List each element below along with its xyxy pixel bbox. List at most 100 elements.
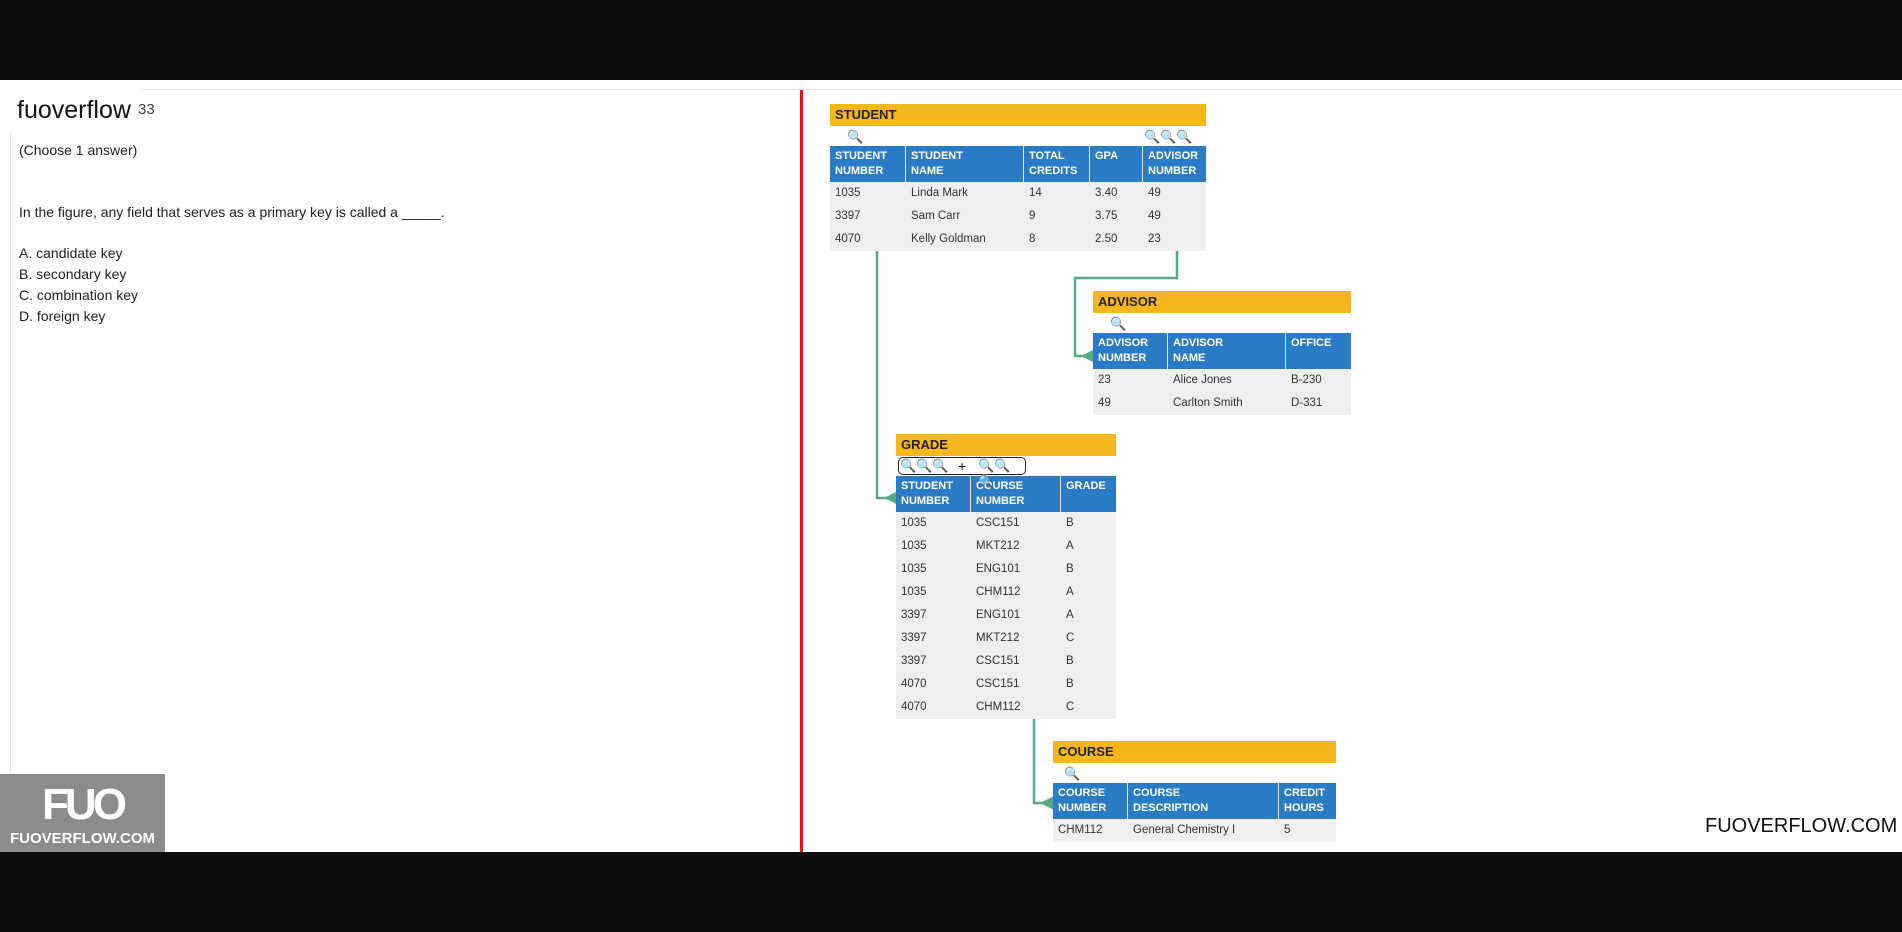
table-cell: ENG101 [976,609,1021,621]
table-row: 1035 ENG101 B [896,558,1116,581]
grade-key-row: 🔍🔍🔍 + 🔍🔍🔍 [896,456,1116,489]
table-cell: B [1066,517,1074,529]
option-a[interactable]: A. candidate key [19,245,123,261]
table-cell: 23 [1098,374,1111,386]
table-cell: A [1066,609,1074,621]
brand-fragment: 33 [138,101,155,118]
grade-title: GRADE [896,434,1116,456]
grade-header: STUDENT NUMBER COURSE NUMBER GRADE [896,476,1116,512]
primary-key-icon: 🔍 [1064,766,1081,781]
table-cell: ENG101 [976,563,1021,575]
advisor-title: ADVISOR [1093,291,1351,313]
grade-table: GRADE 🔍🔍🔍 + 🔍🔍🔍 STUDENT NUMBER COURSE NU… [896,434,1116,719]
course-title: COURSE [1053,741,1336,763]
primary-key-icon: 🔍 [1110,316,1127,331]
table-row: CHM112 General Chemistry I 5 [1053,819,1336,842]
table-cell: CHM112 [976,586,1021,598]
table-cell: 23 [1148,233,1161,245]
table-cell: 14 [1029,187,1042,199]
header-credit-hours: CREDIT HOURS [1284,787,1325,814]
table-cell: C [1066,632,1075,644]
table-cell: MKT212 [976,540,1020,552]
header-grade: GRADE [1066,480,1106,492]
arrow-student-grade [867,178,904,508]
question-instruction: (Choose 1 answer) [19,142,138,158]
table-cell: 49 [1098,397,1111,409]
question-prompt: In the figure, any field that serves as … [19,204,445,220]
combination-key-box: 🔍🔍🔍 + 🔍🔍🔍 [898,457,1026,489]
watermark: FUO FUOVERFLOW.COM [0,774,165,852]
header-course-description: COURSE DESCRIPTION [1128,783,1279,819]
table-cell: A [1066,540,1074,552]
table-cell: 1035 [835,187,861,199]
header-course-number: COURSE NUMBER [1053,783,1128,819]
header-student-name: STUDENT NAME [906,146,1024,182]
table-cell: B [1066,655,1074,667]
table-cell: B [1066,563,1074,575]
table-cell: General Chemistry I [1133,824,1236,836]
option-b[interactable]: B. secondary key [19,266,127,282]
table-cell: CHM112 [1058,824,1103,836]
table-cell: 3.75 [1095,210,1118,222]
table-cell: B [1066,678,1074,690]
course-header: COURSE NUMBER COURSE DESCRIPTION CREDIT … [1053,783,1336,819]
advisor-table: ADVISOR 🔍 ADVISOR NUMBER ADVISOR NAME OF… [1093,291,1351,415]
header-student-number: STUDENT NUMBER [830,146,906,182]
student-header: STUDENT NUMBER STUDENT NAME TOTAL CREDIT… [830,146,1206,182]
left-rule [10,132,11,852]
table-cell: 49 [1148,210,1161,222]
panel-divider [800,90,803,852]
table-cell: CHM112 [976,701,1021,713]
course-key-row: 🔍 [1053,763,1336,783]
table-cell: CSC151 [976,655,1020,667]
table-cell: 3397 [901,609,927,621]
table-cell: 4070 [901,701,927,713]
table-row: 3397 MKT212 C [896,627,1116,650]
table-cell: Alice Jones [1173,374,1232,386]
student-table: STUDENT 🔍 🔍🔍🔍 STUDENT NUMBER STUDENT NAM… [830,104,1206,251]
header-student-number: STUDENT NUMBER [896,476,971,512]
header-advisor-number: ADVISOR NUMBER [1093,333,1168,369]
table-cell: 4070 [835,233,861,245]
table-cell: A [1066,586,1074,598]
watermark-logo: FUO [42,780,127,829]
table-cell: 49 [1148,187,1161,199]
table-cell: 8 [1029,233,1036,245]
header-advisor-number: ADVISOR NUMBER [1148,150,1199,177]
table-row: 49 Carlton Smith D-331 [1093,392,1351,415]
table-cell: Carlton Smith [1173,397,1243,409]
header-gpa: GPA [1090,146,1143,182]
watermark-text: FUOVERFLOW.COM [10,830,155,847]
advisor-key-row: 🔍 [1093,313,1351,333]
table-cell: 5 [1284,824,1291,836]
table-row: 3397 ENG101 A [896,604,1116,627]
primary-key-icon: 🔍🔍🔍 [978,458,1011,489]
table-row: 23 Alice Jones B-230 [1093,369,1351,392]
table-cell: 3397 [901,632,927,644]
option-d[interactable]: D. foreign key [19,308,106,324]
top-rule [140,89,1902,90]
table-cell: C [1066,701,1075,713]
table-cell: 1035 [901,563,927,575]
table-row: 4070 CHM112 C [896,696,1116,719]
course-rows: CHM112 General Chemistry I 5 [1053,819,1336,842]
table-cell: 3397 [835,210,861,222]
table-cell: MKT212 [976,632,1020,644]
option-c[interactable]: C. combination key [19,287,139,303]
table-cell: Sam Carr [911,210,961,222]
table-cell: D-331 [1291,397,1323,409]
table-cell: B-230 [1291,374,1322,386]
header-total-credits: TOTAL CREDITS [1024,146,1090,182]
plus-sign: + [958,458,967,474]
header-office: OFFICE [1291,337,1332,349]
screen: fuoverflow 33 (Choose 1 answer) In the f… [0,80,1902,852]
